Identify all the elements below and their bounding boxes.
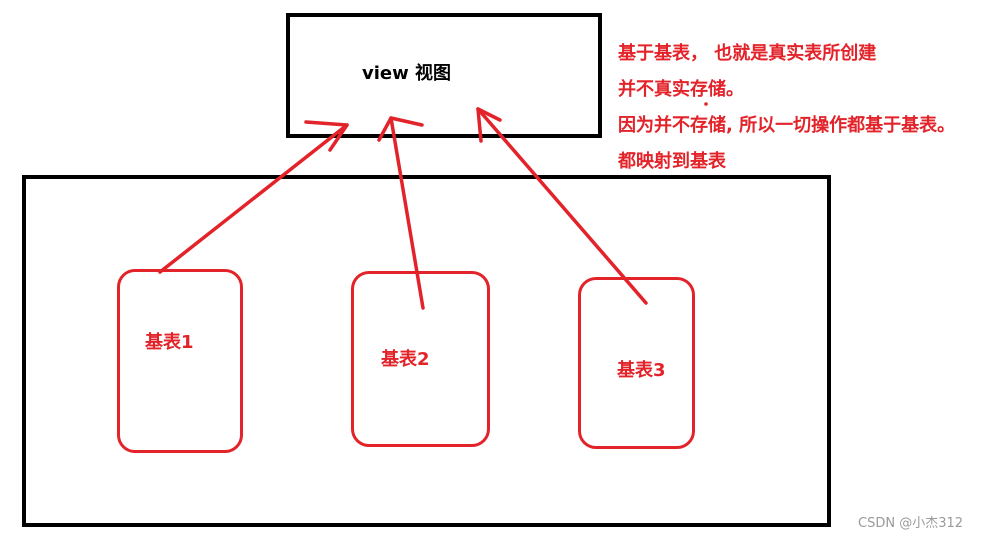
base-table-1-label: 基表1 [145,332,194,353]
arrow-table1-to-view [158,123,349,274]
arrow-table2-to-view [389,116,425,310]
arrow-table3-to-view [476,107,648,305]
view-label: view 视图 [362,63,452,84]
base-table-2-label: 基表2 [381,349,430,370]
note-line-4: 都映射到基表 [618,151,726,172]
base-table-3-box [578,277,695,449]
view-box: view 视图 [286,13,602,138]
stray-dot [704,102,708,106]
note-line-1: 基于基表， 也就是真实表所创建 [618,43,877,64]
arrow-head-3 [476,107,502,143]
arrow-head-1 [304,120,349,152]
watermark: CSDN @小杰312 [858,516,964,531]
base-tables-container [22,175,831,527]
base-table-2-box [351,271,490,447]
note-line-2: 并不真实存储。 [618,79,744,100]
base-table-1-box [117,269,243,453]
note-line-3: 因为并不存储, 所以一切操作都基于基表。 [618,115,956,136]
base-table-3-label: 基表3 [617,360,666,381]
arrow-head-2 [377,116,424,142]
notes-block: 基于基表， 也就是真实表所创建 并不真实存储。 因为并不存储, 所以一切操作都基… [618,36,955,180]
